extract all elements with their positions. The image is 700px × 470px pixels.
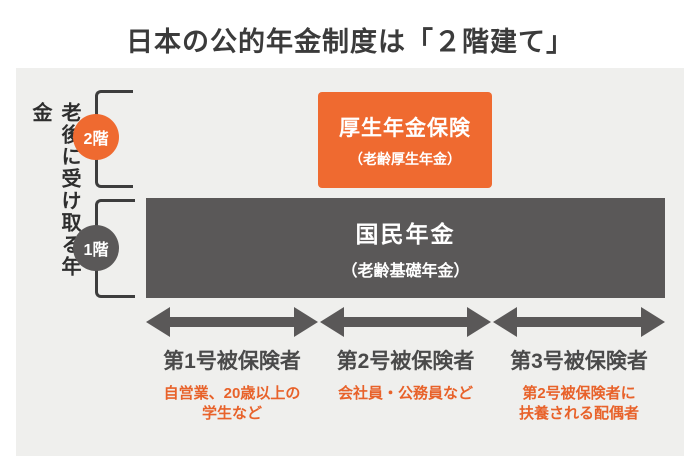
category-2-label: 第2号被保険者 bbox=[336, 350, 475, 373]
double-arrow-icon bbox=[320, 307, 491, 337]
arrow-left-head-icon bbox=[146, 307, 170, 337]
kosei-nenkin-title: 厚生年金保険 bbox=[339, 116, 471, 140]
page-title: 日本の公的年金制度は「２階建て」 bbox=[126, 27, 574, 57]
arrow-right-head-icon bbox=[641, 307, 665, 337]
arrow-shaft bbox=[517, 317, 641, 327]
description-line: 第2号被保険者に bbox=[522, 385, 636, 402]
description-line: 扶養される配偶者 bbox=[518, 405, 639, 422]
arrow-left-head-icon bbox=[493, 307, 517, 337]
kokumin-nenkin-title: 国民年金 bbox=[355, 221, 456, 247]
description-line: 会社員・公務員など bbox=[337, 385, 473, 402]
category-2-description: 会社員・公務員など bbox=[314, 384, 497, 404]
double-arrow-icon bbox=[146, 307, 318, 337]
category-1-description: 自営業、20歳以上の 学生など bbox=[140, 384, 324, 424]
arrow-right-head-icon bbox=[467, 307, 491, 337]
kokumin-nenkin-box: 国民年金 （老齢基礎年金） bbox=[146, 198, 665, 298]
description-line: 自営業、20歳以上の bbox=[163, 385, 301, 402]
tier-2-badge: 2階 bbox=[73, 114, 119, 160]
arrow-left-head-icon bbox=[320, 307, 344, 337]
kosei-nenkin-box: 厚生年金保険 （老齢厚生年金） bbox=[318, 92, 492, 188]
description-line: 学生など bbox=[201, 405, 262, 422]
kokumin-nenkin-subtitle: （老齢基礎年金） bbox=[341, 263, 470, 280]
arrow-shaft bbox=[344, 317, 467, 327]
tier-1-badge: 1階 bbox=[73, 225, 119, 271]
kosei-nenkin-subtitle: （老齢厚生年金） bbox=[349, 150, 461, 167]
arrow-right-head-icon bbox=[294, 307, 318, 337]
category-1-label: 第1号被保険者 bbox=[163, 350, 301, 373]
arrow-shaft bbox=[170, 317, 294, 327]
category-3-label: 第3号被保険者 bbox=[510, 350, 648, 373]
category-3-description: 第2号被保険者に 扶養される配偶者 bbox=[487, 384, 671, 424]
double-arrow-icon bbox=[493, 307, 665, 337]
